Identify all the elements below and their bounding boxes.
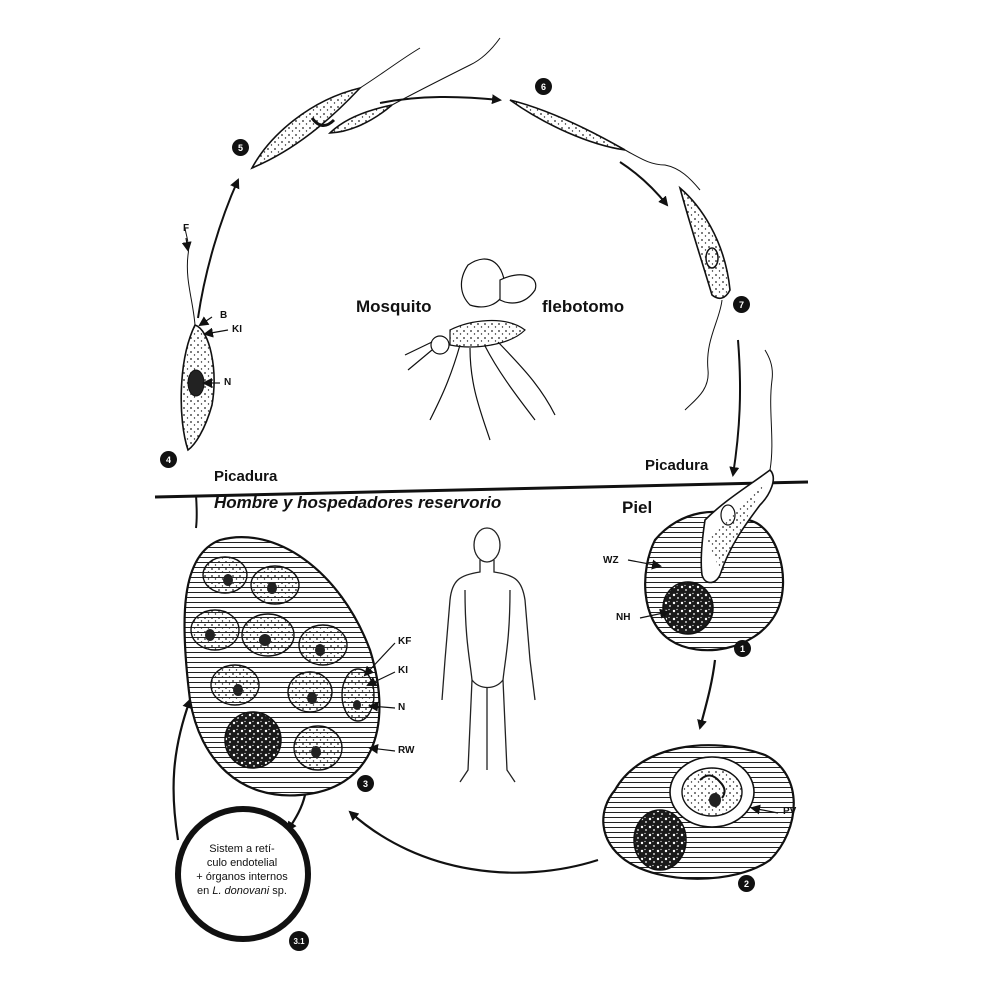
label-KI-top: KI <box>232 324 242 335</box>
label-N-top: N <box>224 377 232 388</box>
flebotomo-label: flebotomo <box>542 297 625 316</box>
stage-3-host-cell <box>183 536 396 797</box>
label-KF: KF <box>398 636 412 647</box>
stage-1-host-cell <box>627 349 785 652</box>
label-RW: RW <box>398 745 415 756</box>
circle-line-2: culo endotelial <box>206 857 278 869</box>
label-WZ: WZ <box>603 555 619 566</box>
label-KI: KI <box>398 665 408 676</box>
arrow-picadura-left <box>195 494 198 529</box>
stage-badge-4: 4 <box>160 451 177 468</box>
arrow-3-to-31 <box>286 794 307 832</box>
stage-badge-3-1: 3.1 <box>289 931 309 951</box>
stage-badge-3: 3 <box>357 775 374 792</box>
circle-line-4-species: L. donovani <box>212 885 270 897</box>
stage-badge-5: 5 <box>232 139 249 156</box>
label-NH: NH <box>616 612 631 623</box>
organ-system-ring <box>175 806 311 942</box>
label-B: B <box>220 310 228 321</box>
circle-line-4-prefix: en <box>197 885 213 897</box>
human-figure-illustration <box>441 527 536 783</box>
stage-badge-6: 6 <box>535 78 552 95</box>
stage-4-promastigote <box>180 227 229 452</box>
flagellum-label-F: F <box>183 223 190 234</box>
label-N: N <box>398 702 406 713</box>
skin-label: Piel <box>622 498 653 517</box>
circle-line-3: + órganos internos <box>196 871 288 883</box>
arrow-6-to-7 <box>619 161 669 207</box>
circle-line-4-suffix: sp. <box>269 885 287 897</box>
host-section-label: Hombre y hospedadores reservorio <box>214 493 502 512</box>
picadura-left-label: Picadura <box>214 468 278 485</box>
stage-7-promastigote <box>678 185 731 411</box>
stage-badge-1: 1 <box>734 640 751 657</box>
sandfly-mosquito-illustration <box>404 258 556 441</box>
stage-5-promastigotes <box>250 37 501 170</box>
stage-6-promastigote <box>509 99 701 191</box>
arrow-7-to-1 <box>729 339 742 477</box>
arrow-5-to-6 <box>379 94 502 105</box>
mosquito-label: Mosquito <box>356 297 432 316</box>
arrow-2-to-3 <box>348 810 599 874</box>
arrow-4-to-5 <box>197 178 240 319</box>
divider-line <box>154 480 809 499</box>
circle-line-4: en L. donovani sp. <box>178 884 306 898</box>
picadura-right-label: Picadura <box>645 457 709 474</box>
arrow-31-to-3 <box>172 698 192 841</box>
organ-system-text: Sistem a retí- culo endotelial + órganos… <box>178 842 306 898</box>
label-PV: PV <box>783 806 797 817</box>
arrow-1-to-2 <box>697 659 717 730</box>
stage-2-host-cell <box>602 744 795 880</box>
stage-badge-2: 2 <box>738 875 755 892</box>
stage-badge-7: 7 <box>733 296 750 313</box>
circle-line-1: Sistem a retí- <box>209 843 275 855</box>
